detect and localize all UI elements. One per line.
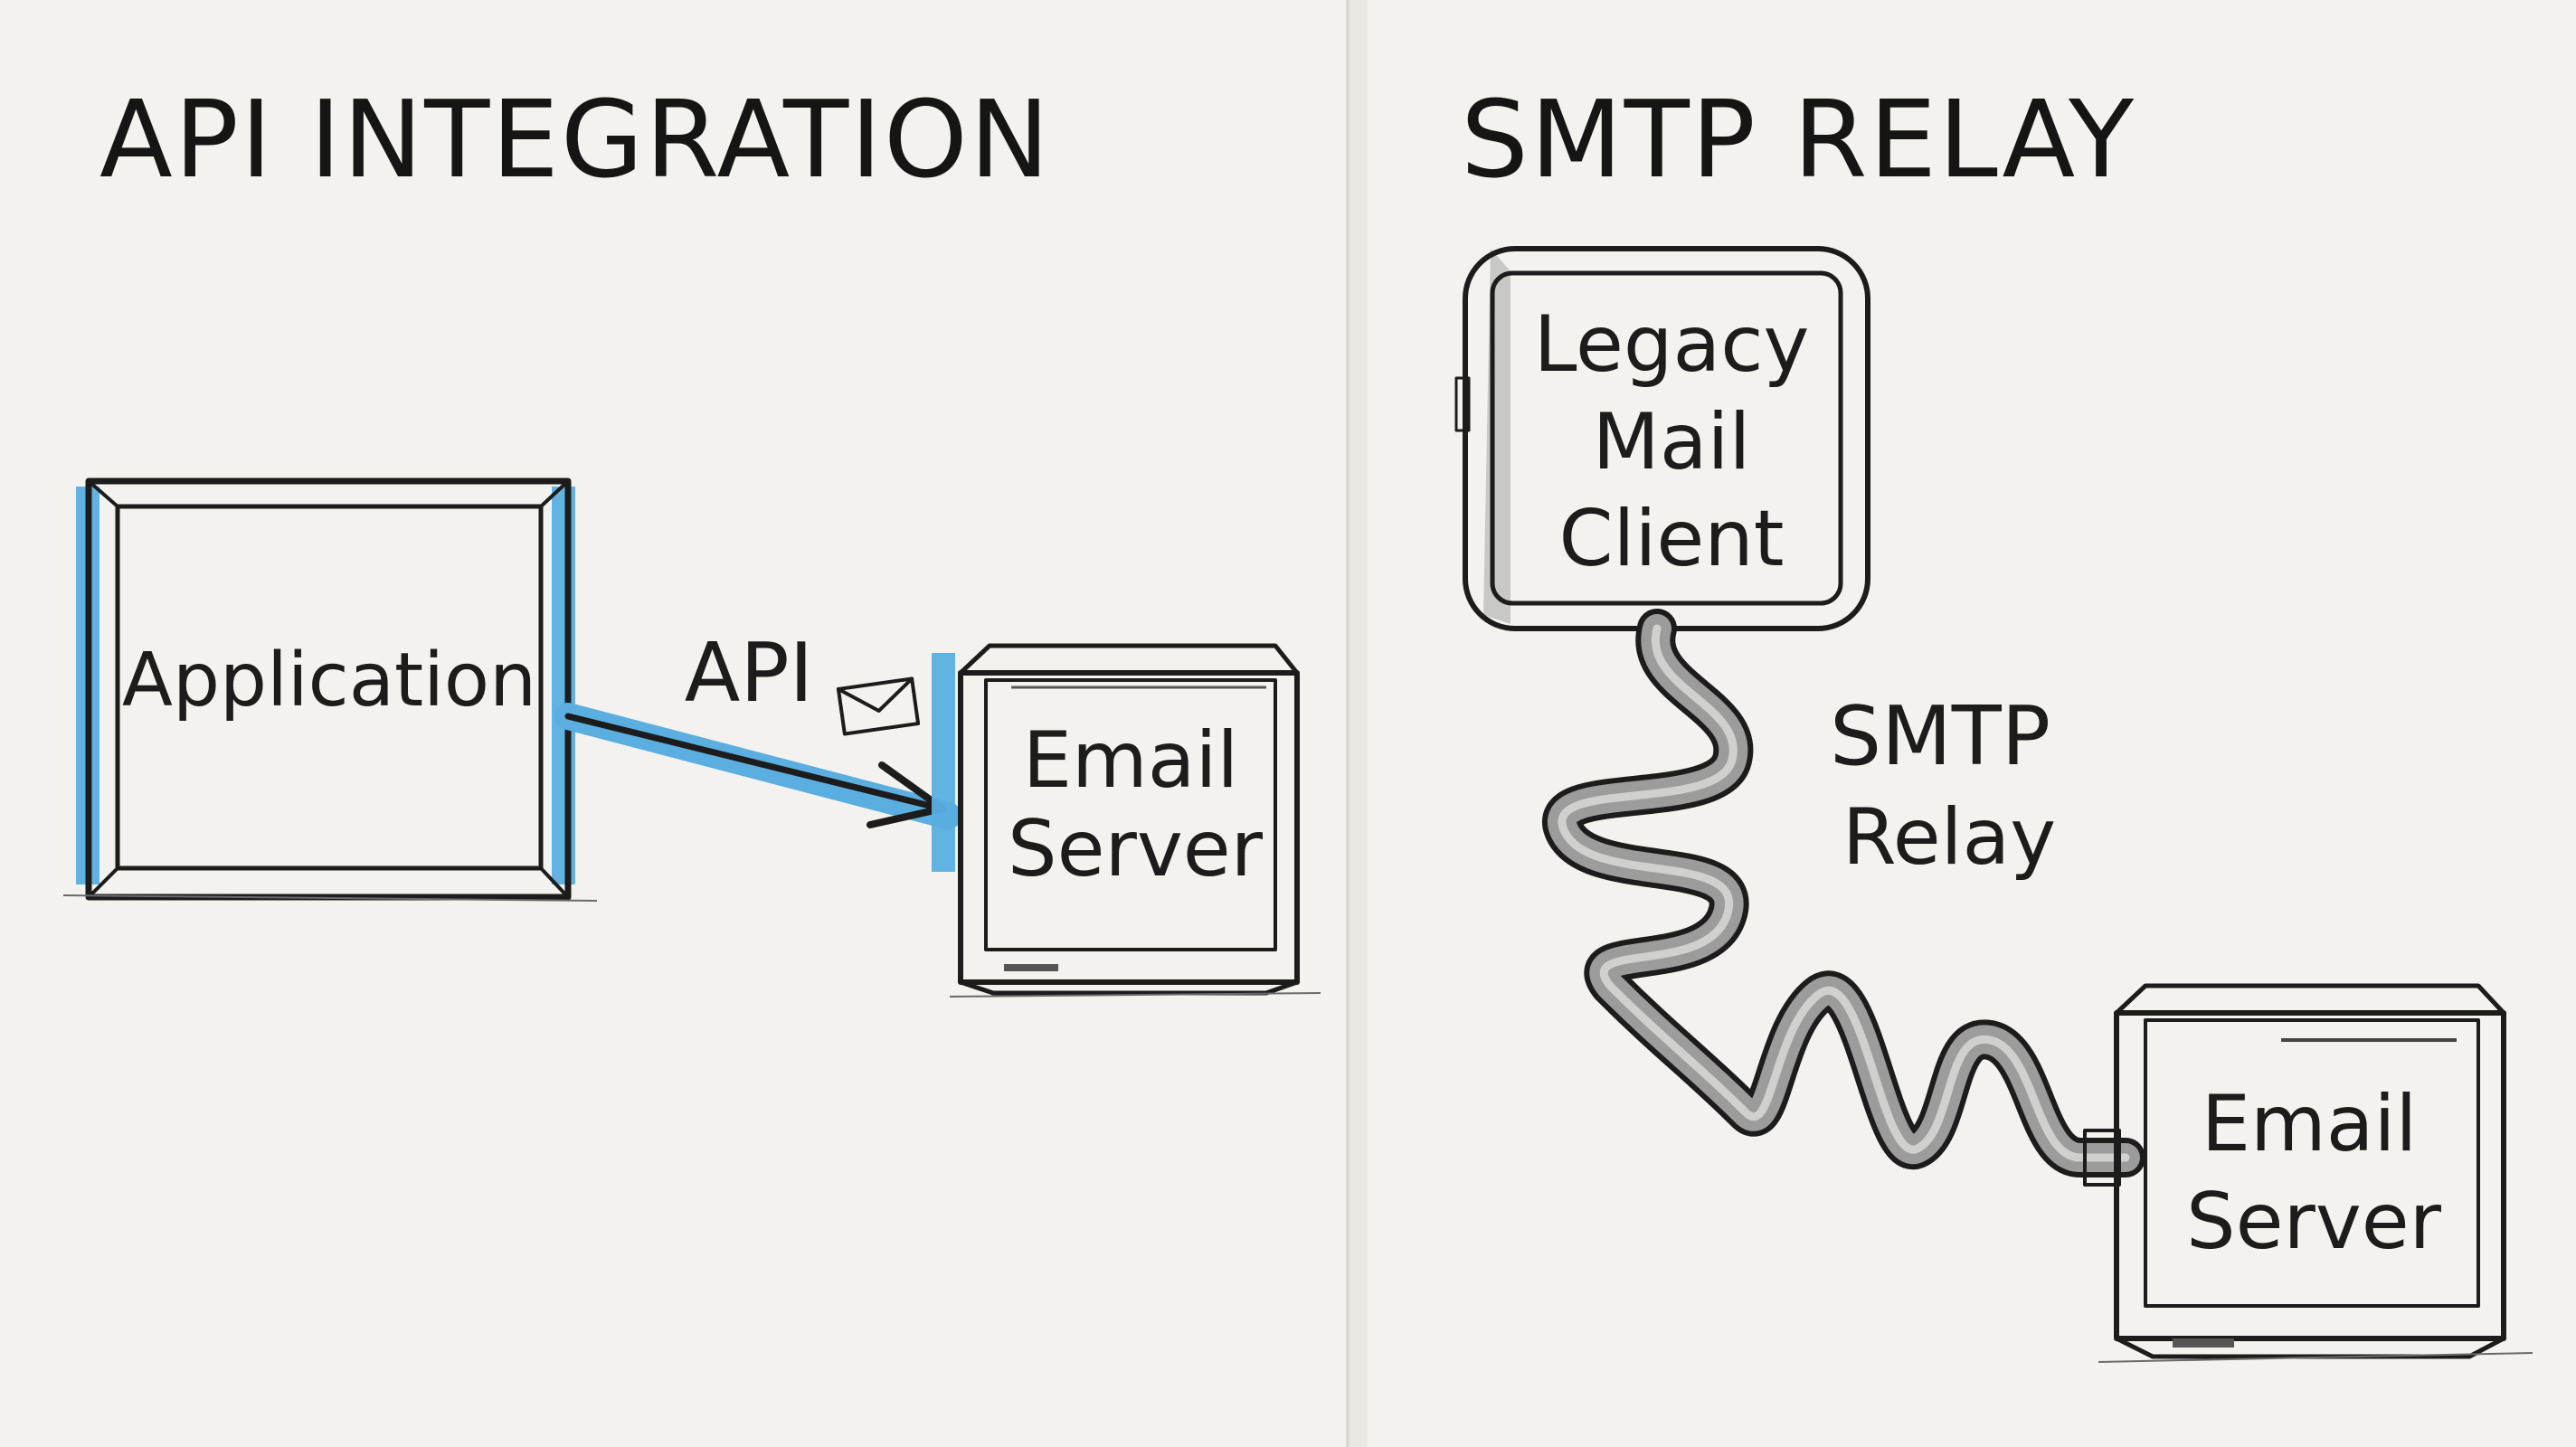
right-panel-title: SMTP RELAY [1461,77,2136,202]
left-email-server-label-line2: Server [1008,804,1264,894]
left-email-server-box [932,643,1321,998]
smtp-relay-label-line2: Relay [1842,792,2056,883]
api-connection-label: API [685,626,813,721]
smtp-relay-cable [1542,609,2145,1187]
right-email-server-box [2098,983,2533,1363]
page-fold-shadow [1346,0,1368,1447]
envelope-icon [836,676,921,736]
legacy-client-label-line2: Mail [1593,397,1751,487]
smtp-relay-label-line1: SMTP [1830,689,2050,784]
application-label: Application [122,638,536,724]
left-email-server-label-line1: Email [1023,715,1239,806]
left-panel-title: API INTEGRATION [99,77,1051,202]
legacy-client-label-line3: Client [1559,494,1785,584]
right-email-server-label-line2: Server [2186,1177,2442,1267]
right-email-server-label-line1: Email [2202,1079,2418,1169]
legacy-client-label-line1: Legacy [1534,299,1810,390]
application-box [62,478,598,902]
legacy-mail-client-box [1454,246,1870,631]
